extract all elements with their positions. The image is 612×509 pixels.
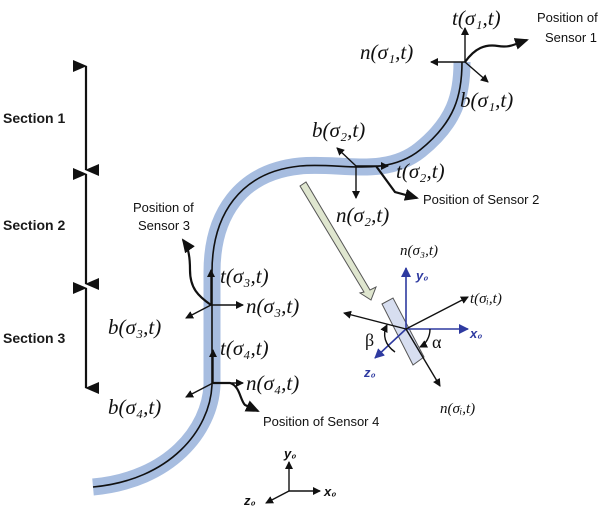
- sensor-4-n-label: n(σ₄,t): [246, 371, 299, 395]
- section-1-label: Section 1: [3, 110, 65, 126]
- sensor-2-n-label: n(σ₂,t): [336, 203, 389, 227]
- alpha-angle-label: α: [432, 332, 442, 352]
- section-2-label: Section 2: [3, 217, 65, 233]
- sensor-1-position-label-line2: Sensor 1: [545, 30, 597, 45]
- sensor-3-n-label: n(σ₃,t): [246, 294, 299, 318]
- sensor-detail: [343, 267, 469, 387]
- sensor-1-t-label: t(σ₁,t): [452, 6, 501, 30]
- detail-pointer-arrow: [299, 181, 377, 301]
- base-x-axis-label: x₀: [323, 484, 336, 499]
- sensor-4-b-label: b(σ₄,t): [108, 395, 161, 419]
- sensor-2-b-label: b(σ₂,t): [312, 118, 365, 142]
- detail-x-axis-label: x₀: [469, 326, 482, 341]
- sensor-4-position-label: Position of Sensor 4: [263, 414, 379, 429]
- detail-ni-label: n(σᵢ,t): [440, 401, 475, 417]
- detail-z-axis-label: z₀: [363, 365, 376, 380]
- section-3-label: Section 3: [3, 330, 65, 346]
- detail-ti-label: t(σᵢ,t): [470, 291, 502, 307]
- sensor-2-position-label: Position of Sensor 2: [423, 192, 539, 207]
- base-frame: [265, 461, 321, 504]
- tube-centerline: [92, 61, 463, 488]
- sensor-3-t-label: t(σ₃,t): [220, 264, 269, 288]
- sensor-1-n-label: n(σ₁,t): [360, 40, 413, 64]
- base-z-axis-label: z₀: [243, 493, 256, 508]
- detail-y-axis-label: y₀: [415, 268, 428, 283]
- sensor-1-frame: [430, 27, 529, 83]
- sensor-2-frame: [336, 147, 419, 201]
- sensor-1-b-label: b(σ₁,t): [460, 88, 513, 112]
- sensor-3-frame: [181, 238, 244, 319]
- sensor-4-frame: [185, 349, 260, 412]
- sensor-3-b-label: b(σ₃,t): [108, 315, 161, 339]
- sensor-1-position-label-line1: Position of: [537, 10, 598, 25]
- sensor-4-t-label: t(σ₄,t): [220, 336, 269, 360]
- beta-angle-label: β: [365, 330, 374, 350]
- sensor-2-t-label: t(σ₂,t): [396, 159, 445, 183]
- sensor-3-position-label-line2: Sensor 3: [138, 218, 190, 233]
- sensor-3-position-label-line1: Position of: [133, 200, 194, 215]
- base-y-axis-label: y₀: [283, 446, 296, 461]
- detail-n3-label: n(σ₃,t): [400, 243, 438, 259]
